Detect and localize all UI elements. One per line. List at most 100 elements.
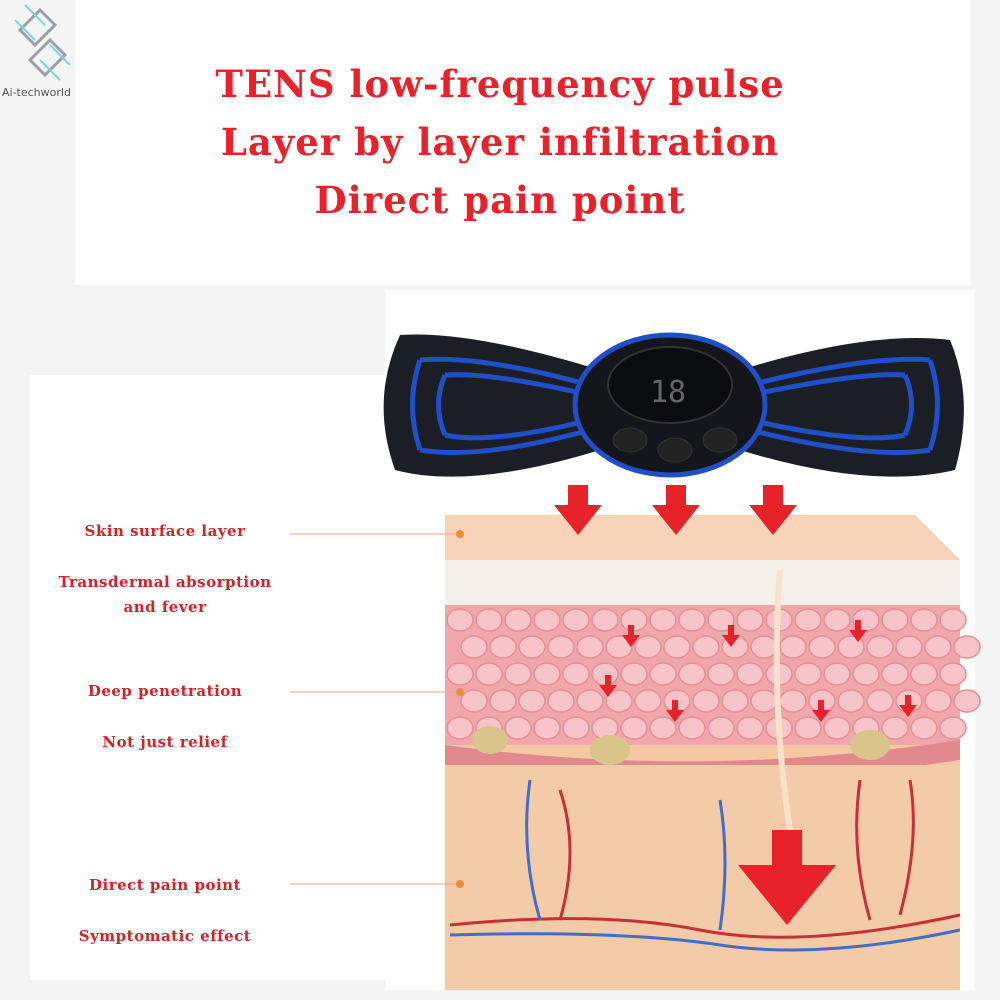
headline-line-1: TENS low-frequency pulse	[215, 62, 785, 106]
cell	[678, 662, 706, 686]
cell	[692, 689, 720, 713]
cell	[779, 635, 807, 659]
label-skin-surface: Skin surface layer	[84, 522, 246, 540]
cell	[881, 716, 909, 740]
cell	[707, 716, 735, 740]
logo: Ai-techworld	[0, 0, 85, 105]
cell	[533, 716, 561, 740]
cell	[678, 608, 706, 632]
cell	[823, 716, 851, 740]
cell	[605, 635, 633, 659]
cell	[518, 635, 546, 659]
cell	[446, 716, 474, 740]
cell	[649, 716, 677, 740]
cell	[620, 716, 648, 740]
skin-cross-section	[445, 515, 981, 990]
cell	[678, 716, 706, 740]
logo-text: Ai-techworld	[2, 86, 71, 99]
cell	[562, 662, 590, 686]
cell	[750, 635, 778, 659]
cell	[837, 689, 865, 713]
cell	[852, 662, 880, 686]
cell	[823, 608, 851, 632]
cell	[649, 662, 677, 686]
cell	[446, 662, 474, 686]
header-panel	[75, 0, 970, 285]
cell	[533, 662, 561, 686]
cell	[504, 662, 532, 686]
headline-line-2: Layer by layer infiltration	[220, 120, 780, 164]
cell	[779, 689, 807, 713]
cell	[620, 662, 648, 686]
cell	[750, 689, 778, 713]
cell	[634, 689, 662, 713]
cell	[953, 635, 981, 659]
headline-line-3: Direct pain point	[314, 178, 686, 222]
cell	[518, 689, 546, 713]
cell	[939, 716, 967, 740]
label-direct-pain-point: Direct pain point	[89, 876, 241, 894]
cell	[866, 635, 894, 659]
circuit-logo-icon	[14, 4, 71, 81]
cell	[924, 635, 952, 659]
cell	[910, 608, 938, 632]
cell	[605, 689, 633, 713]
cell	[881, 608, 909, 632]
cell	[910, 662, 938, 686]
labels-panel	[30, 375, 425, 980]
cell	[939, 608, 967, 632]
cell	[562, 608, 590, 632]
plus-button-icon	[612, 427, 648, 453]
cell	[953, 689, 981, 713]
cell	[794, 716, 822, 740]
cell	[939, 662, 967, 686]
cell	[895, 635, 923, 659]
cell	[736, 716, 764, 740]
cell	[591, 608, 619, 632]
cell	[823, 662, 851, 686]
cell	[663, 635, 691, 659]
cell	[808, 635, 836, 659]
label-fever: and fever	[123, 598, 207, 616]
cell	[910, 716, 938, 740]
minus-button-icon	[702, 427, 738, 453]
cell	[460, 635, 488, 659]
cell	[634, 635, 662, 659]
cell	[736, 608, 764, 632]
cell	[576, 635, 604, 659]
leader-lines	[290, 533, 460, 885]
cell	[707, 662, 735, 686]
cell	[446, 608, 474, 632]
cell	[489, 635, 517, 659]
cell	[649, 608, 677, 632]
cell	[533, 608, 561, 632]
cell	[837, 635, 865, 659]
cell	[866, 689, 894, 713]
cell	[794, 662, 822, 686]
label-deep-penetration: Deep penetration	[87, 682, 243, 700]
cell	[547, 689, 575, 713]
cell	[707, 608, 735, 632]
label-not-just-relief: Not just relief	[102, 733, 228, 751]
cell	[736, 662, 764, 686]
pulse-arrows	[554, 485, 917, 925]
cell	[924, 689, 952, 713]
label-transdermal: Transdermal absorption	[58, 573, 272, 591]
cell	[692, 635, 720, 659]
cell	[576, 689, 604, 713]
label-symptomatic-effect: Symptomatic effect	[78, 927, 252, 945]
cell	[504, 608, 532, 632]
cell	[504, 716, 532, 740]
display-segments: 18	[650, 375, 686, 410]
cell	[547, 635, 575, 659]
cell	[475, 662, 503, 686]
cell	[562, 716, 590, 740]
tens-device: 18	[383, 332, 964, 478]
cell	[460, 689, 488, 713]
cell	[475, 608, 503, 632]
cell	[881, 662, 909, 686]
cell	[489, 689, 517, 713]
cell	[721, 689, 749, 713]
mode-button-icon	[657, 437, 693, 463]
